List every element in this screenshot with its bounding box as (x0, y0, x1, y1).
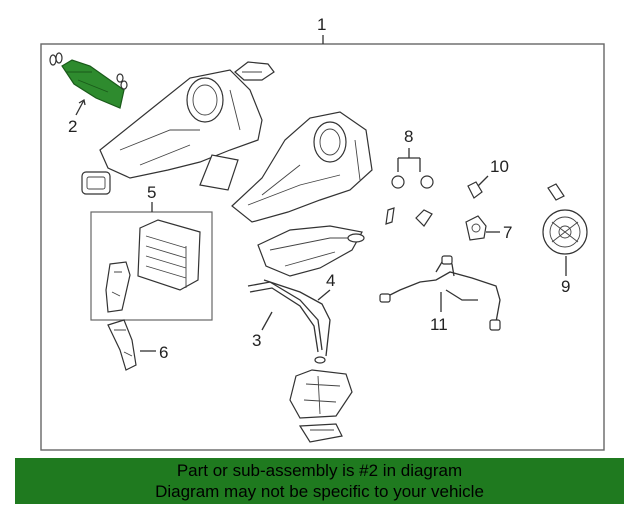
part-6-bracket (107, 319, 137, 371)
expansion-valve (289, 369, 353, 443)
cap-left (391, 175, 405, 189)
callout-8: 8 (404, 127, 413, 146)
gasket-part (81, 171, 111, 195)
lower-case (257, 225, 365, 277)
callout-9: 9 (561, 277, 570, 296)
pipe-assembly (247, 279, 331, 364)
part-9-blower (542, 183, 588, 255)
hvac-housing-right (231, 111, 373, 223)
callout-4: 4 (326, 271, 335, 290)
evaporator-core (105, 219, 201, 313)
part-11-harness (379, 255, 501, 331)
callout-7: 7 (503, 223, 512, 242)
small-duct (199, 154, 239, 191)
callout-3: 3 (252, 331, 261, 350)
callout-5: 5 (147, 183, 156, 202)
callout-11: 11 (430, 315, 448, 334)
part-2-duct[interactable] (61, 59, 125, 109)
callout-1: 1 (317, 15, 326, 34)
clip-parts (49, 52, 128, 90)
part-7-actuator (465, 215, 487, 241)
parts-diagram: 1 2 5 (40, 15, 605, 451)
footer-line-1: Part or sub-assembly is #2 in diagram (176, 461, 463, 480)
cap-right (420, 175, 434, 189)
callout-10: 10 (490, 157, 509, 176)
part-10-sensor (467, 181, 483, 199)
callout-2: 2 (68, 117, 77, 136)
footer-banner: Part or sub-assembly is #2 in diagram Di… (15, 458, 624, 504)
small-clips (385, 207, 433, 227)
footer-line-2: Diagram may not be specific to your vehi… (155, 482, 484, 501)
hvac-housing-left (99, 61, 275, 179)
callout-6: 6 (159, 343, 168, 362)
